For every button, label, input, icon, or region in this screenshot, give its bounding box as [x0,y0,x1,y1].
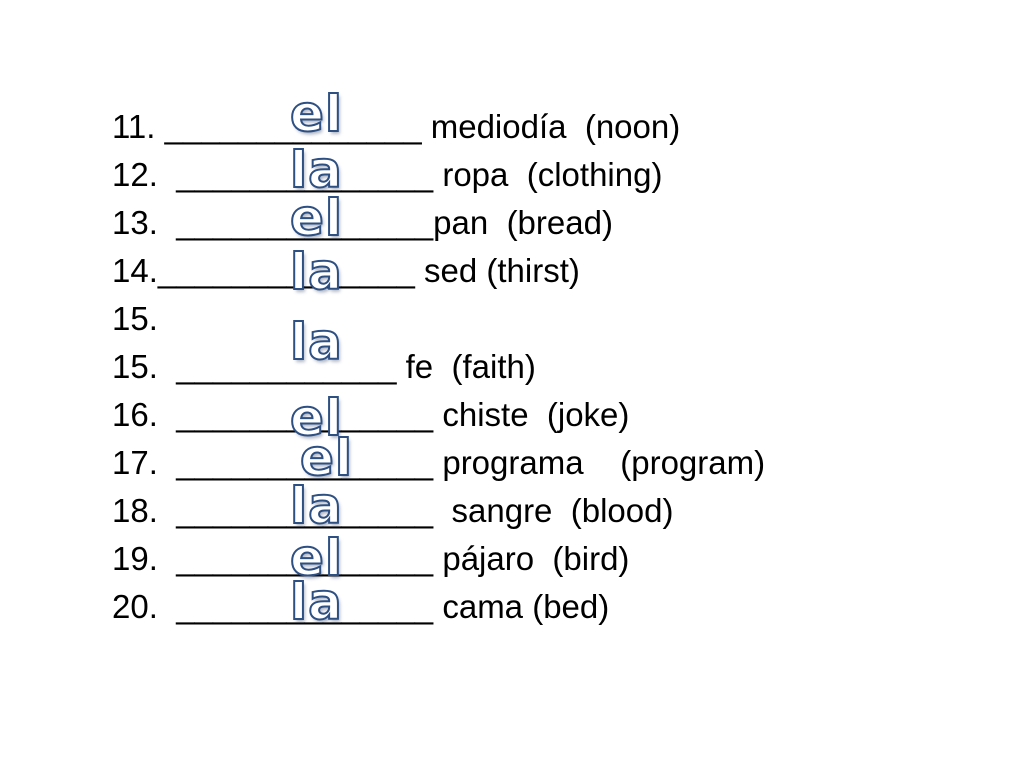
answer-blank: ______________ [176,492,434,529]
item-line-11: 11. ______________ mediodía (noon) [112,107,680,147]
item-number: 17. [112,444,158,481]
item-number: 15. [112,300,158,337]
item-number: 18. [112,492,158,529]
item-word: pájaro (bird) [442,540,630,577]
answer-blank: ______________ [176,444,434,481]
answer-article-19: el [289,529,344,587]
answer-blank: ____________ [176,348,397,385]
item-number: 20. [112,588,158,625]
answer-blank: ______________ [176,540,434,577]
item-line-14: 14.______________ sed (thirst) [112,251,580,291]
item-line-13: 13. ______________pan (bread) [112,203,613,243]
item-number: 14. [112,252,158,289]
answer-article-12: la [289,141,343,199]
item-line-15: 15. ____________ fe (faith) [112,347,536,387]
answer-article-20: la [289,573,343,631]
item-word: cama (bed) [442,588,610,625]
item-line-20: 20. ______________ cama (bed) [112,587,609,627]
answer-article-13: el [289,189,344,247]
answer-article-17: el [299,429,354,487]
item-line-12: 12. ______________ ropa (clothing) [112,155,662,195]
item-line-17: 17. ______________ programa (program) [112,443,765,483]
item-line-19: 19. ______________ pájaro (bird) [112,539,629,579]
item-number: 19. [112,540,158,577]
item-word: sed (thirst) [424,252,580,289]
item-line-15-empty: 15. [112,299,158,339]
answer-article-16: el [289,389,344,447]
answer-article-18: la [289,477,343,535]
answer-blank: ______________ [176,204,434,241]
answer-blank: ______________ [176,396,434,433]
item-number: 15. [112,348,158,385]
item-word: pan (bread) [433,204,613,241]
item-number: 12. [112,156,158,193]
item-word: ropa (clothing) [442,156,663,193]
item-word: sangre (blood) [442,492,674,529]
item-number: 16. [112,396,158,433]
answer-blank: ______________ [164,108,422,145]
item-word: chiste (joke) [442,396,630,433]
item-line-18: 18. ______________ sangre (blood) [112,491,673,531]
item-line-16: 16. ______________ chiste (joke) [112,395,629,435]
answer-blank: ______________ [176,588,434,625]
item-word: programa (program) [442,444,766,481]
answer-article-15: la [289,313,343,371]
answer-blank: ______________ [157,252,415,289]
item-number: 11. [112,108,156,145]
answer-article-11: el [289,85,344,143]
item-word: fe (faith) [405,348,536,385]
answer-article-14: la [289,243,343,301]
item-word: mediodía (noon) [430,108,681,145]
item-number: 13. [112,204,158,241]
answer-blank: ______________ [176,156,434,193]
